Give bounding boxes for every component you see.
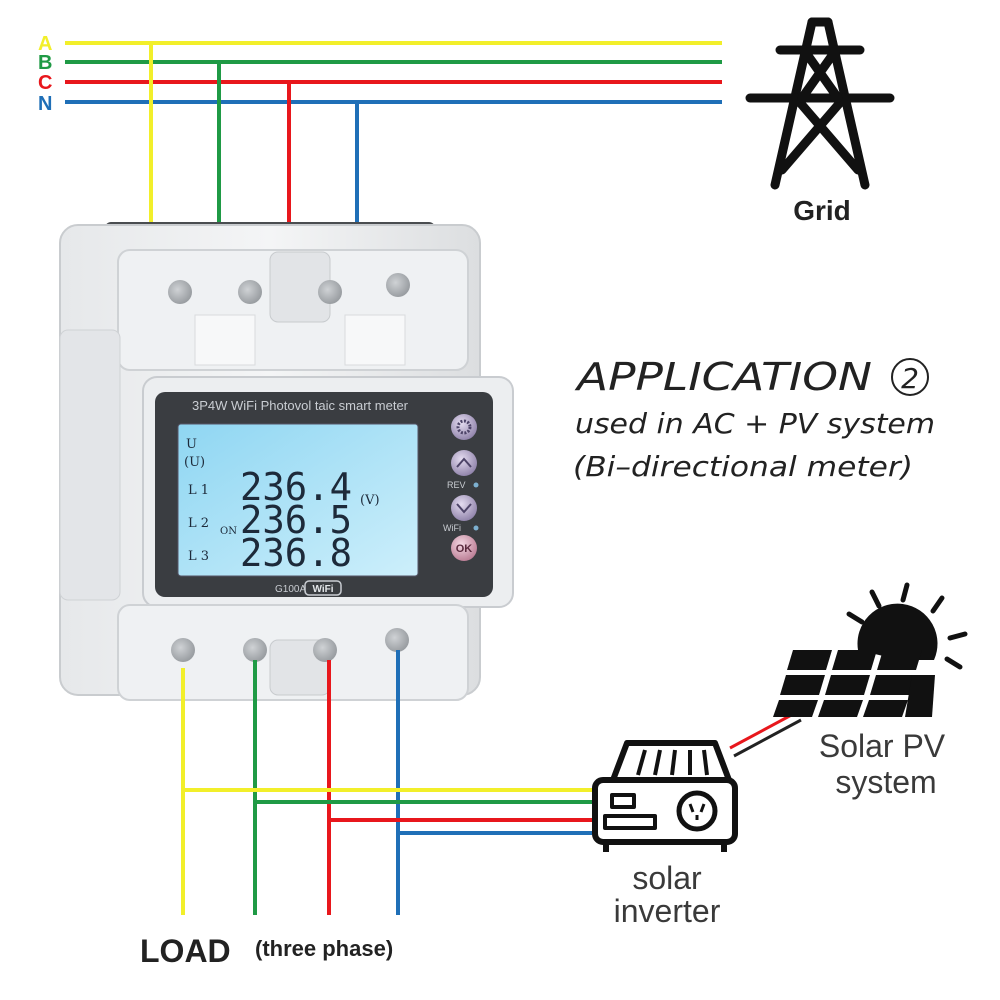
- solar-label-line2: system: [835, 764, 936, 800]
- sun-icon: [846, 582, 968, 670]
- lcd-value-2: 236.5: [240, 498, 352, 542]
- down-button[interactable]: [451, 495, 477, 521]
- lcd-row-label-2: L 2: [188, 516, 209, 531]
- load-sublabel: (three phase): [255, 936, 393, 961]
- top-screws: [168, 273, 410, 304]
- gear-icon: [456, 419, 472, 435]
- phase-label-b: B: [38, 52, 52, 74]
- lcd-u-paren: (U): [184, 455, 205, 470]
- inverter-wires: [183, 788, 592, 835]
- lcd-row-label-1: L 1: [188, 483, 209, 498]
- pv-cable: [729, 710, 802, 758]
- solar-label-line1: Solar PV: [819, 728, 946, 764]
- wifi-badge: [304, 580, 342, 596]
- power-tower-icon: [745, 17, 895, 190]
- lcd-value-3: 236.8: [240, 531, 352, 575]
- smart-meter: 3P4W WiFi Photovol taic smart meter U (U…: [59, 222, 514, 701]
- phase-label-a: A: [38, 33, 52, 55]
- wifi-badge-label: WiFi: [312, 584, 333, 595]
- lcd-value-1: 236.4: [240, 465, 352, 509]
- inverter-icon: [592, 740, 738, 852]
- pv-panel-cells: [773, 650, 935, 717]
- lcd-u-label: U: [186, 437, 197, 452]
- bottom-screws: [171, 628, 409, 662]
- application-title: APPLICATION: [573, 355, 872, 399]
- grid-bus-lines: [65, 41, 722, 104]
- top-cover-window-2: [344, 314, 406, 366]
- lcd-on-label: ON: [220, 526, 237, 537]
- rev-label: REV: [447, 480, 466, 490]
- chevron-up-icon: [456, 457, 472, 468]
- settings-button[interactable]: [451, 414, 477, 440]
- meter-header: 3P4W WiFi Photovol taic smart meter: [192, 398, 409, 413]
- up-button[interactable]: [451, 450, 477, 476]
- inverter-label-line2: inverter: [614, 893, 721, 929]
- wifi-label: WiFi: [443, 523, 461, 533]
- inverter-label-line1: solar: [632, 860, 702, 896]
- phase-label-c: C: [38, 72, 52, 94]
- grid-label: Grid: [793, 195, 851, 226]
- left-rail: [59, 329, 121, 601]
- rev-indicator-led: [473, 482, 479, 488]
- ok-button-label: OK: [456, 543, 473, 555]
- meter-model: G100A: [275, 584, 306, 595]
- wifi-indicator-led: [473, 525, 479, 531]
- application-number-circle: [891, 358, 929, 396]
- ok-button[interactable]: OK: [451, 535, 477, 561]
- load-label: LOAD: [140, 933, 231, 969]
- phase-labels: A B C N: [38, 33, 52, 115]
- lcd-unit: (V): [360, 493, 380, 508]
- top-cover-window-1: [194, 314, 256, 366]
- application-note: (Bi–directional meter): [573, 450, 913, 483]
- lcd-row-label-3: L 3: [188, 549, 209, 564]
- lcd-screen: [177, 423, 419, 577]
- application-number: 2: [901, 362, 919, 395]
- application-subtitle: used in AC + PV system: [575, 407, 935, 440]
- chevron-down-icon: [456, 503, 472, 514]
- phase-label-n: N: [38, 93, 52, 115]
- meter-input-wires: [149, 43, 359, 235]
- solar-panel-icon: [773, 582, 968, 717]
